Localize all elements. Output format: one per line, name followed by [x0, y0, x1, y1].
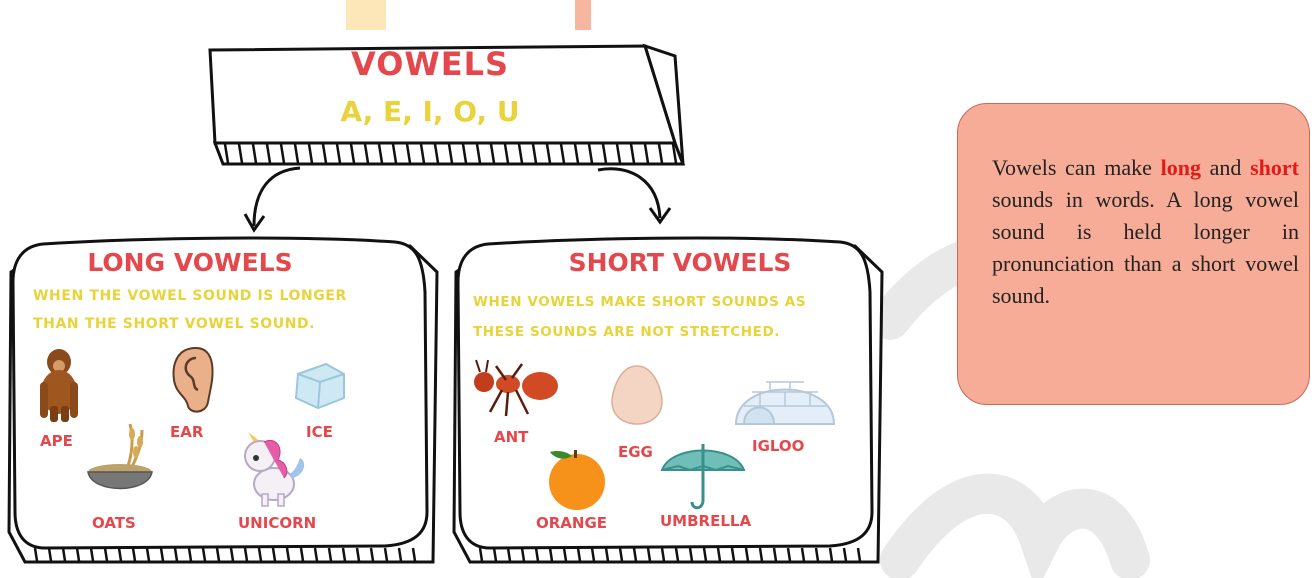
word-orange: ORANGE: [536, 514, 607, 532]
word-umbrella: UMBRELLA: [660, 512, 751, 530]
note-long-highlight: long: [1161, 155, 1201, 180]
note-text-2: and: [1201, 155, 1250, 180]
ear-icon: [166, 344, 218, 416]
umbrella-icon: [658, 440, 748, 514]
arrow-left: [240, 160, 320, 240]
word-ape: APE: [40, 432, 73, 450]
word-unicorn: UNICORN: [238, 514, 316, 532]
orange-icon: [542, 446, 612, 510]
word-oats: OATS: [92, 514, 136, 532]
vowel-letters: A, E, I, O, U: [300, 95, 560, 128]
ice-icon: [290, 360, 348, 410]
arrow-right: [590, 160, 680, 230]
note-short-highlight: short: [1250, 155, 1299, 180]
long-vowels-desc-2: than the short vowel sound.: [33, 310, 315, 338]
unicorn-icon: [234, 432, 312, 510]
note-text-1: Vowels can make: [992, 155, 1161, 180]
word-ant: ANT: [494, 428, 528, 446]
egg-icon: [610, 364, 664, 426]
note-text-3: sounds in words. A long vowel sound is h…: [992, 187, 1299, 308]
word-ice: ICE: [306, 423, 333, 441]
oats-icon: [82, 420, 158, 502]
ant-icon: [470, 356, 562, 422]
long-vowels-title: Long Vowels: [60, 248, 320, 277]
ape-icon: [36, 346, 82, 424]
short-vowels-title: Short Vowels: [550, 248, 810, 277]
igloo-icon: [730, 358, 840, 428]
vowels-title: Vowels: [300, 45, 560, 83]
short-vowels-desc-2: these sounds are not stretched.: [473, 318, 780, 346]
definition-note: Vowels can make long and short sounds in…: [957, 103, 1310, 405]
word-egg: EGG: [618, 443, 653, 461]
word-igloo: IGLOO: [752, 437, 804, 455]
word-ear: EAR: [170, 423, 203, 441]
long-vowels-desc-1: When the vowel sound is longer: [33, 282, 347, 310]
